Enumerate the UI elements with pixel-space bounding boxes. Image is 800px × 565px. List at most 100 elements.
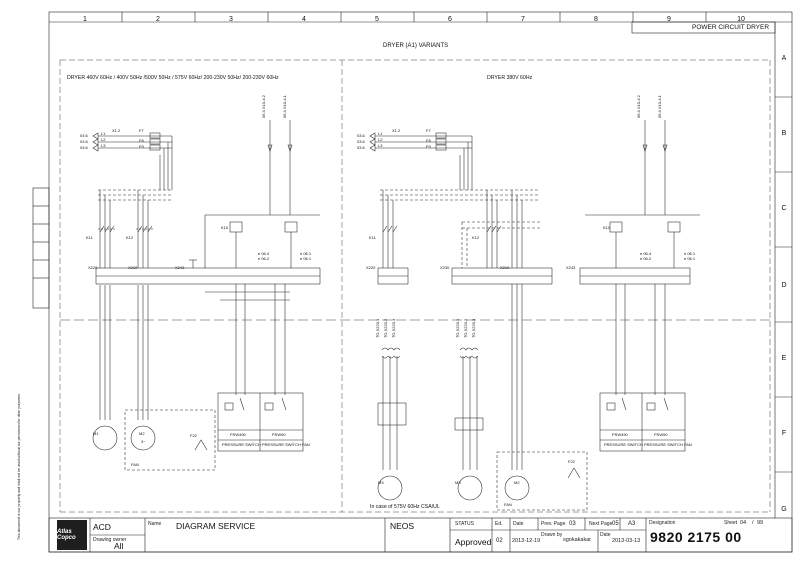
motor-label: M2 (139, 431, 145, 436)
edition-label: Ed. (495, 521, 503, 527)
transformer-label: TO X220.2 (463, 318, 468, 338)
fan-label: FAN (131, 462, 139, 467)
motor-label: M1 (93, 431, 99, 436)
ref-label: 06.4 X10-4.1 (657, 95, 662, 118)
ref-label: 06.4 X10-4.2 (261, 95, 266, 118)
switch-id: PSW90 (654, 432, 668, 437)
designation-value: 9820 2175 00 (650, 529, 742, 545)
input-label: 03.6 (357, 145, 365, 150)
sheet-number: 04 (740, 520, 747, 526)
input-label: 03.6 (357, 139, 365, 144)
prev-page-value: 03 (569, 521, 576, 527)
column-number: 1 (83, 16, 87, 23)
date-value: 2013-03-13 (612, 538, 641, 544)
drawn-by-value: sgokakakar (563, 537, 592, 543)
x-row-label: X210 (128, 265, 138, 270)
input-label: 03.6 (80, 145, 88, 150)
frame-outer (48, 11, 793, 553)
atlas-copco-logo: Atlas Copco (57, 520, 87, 550)
switch-caption: PRESSURE SWITCH (222, 442, 261, 447)
owner-value: All (114, 541, 124, 551)
x-label: X1.2 (392, 128, 401, 133)
section-title: DRYER (A1) VARIANTS (383, 43, 449, 49)
next-page-value: 05 (612, 521, 619, 527)
transformer-label: TO X220.3 (471, 318, 476, 338)
fuse-label: F8 (426, 138, 431, 143)
status-value: Approved (455, 537, 492, 547)
name-value: DIAGRAM SERVICE (176, 521, 256, 531)
phase-label: L2 (101, 137, 106, 142)
relay-label: e 06.2 (640, 256, 652, 261)
x-row-label: X220 (366, 265, 376, 270)
transformer-label: TO X220.1 (375, 318, 380, 338)
drawn-by-label: Drawn by (541, 532, 563, 538)
row-letter: A (781, 55, 787, 62)
column-number: 3 (229, 16, 233, 23)
relay-label: e 06.4 (258, 251, 270, 256)
sheet-total: 99 (757, 520, 764, 526)
fuse-label: F8 (139, 138, 144, 143)
k-label: K11 (86, 235, 93, 240)
fuse-label: F9 (426, 144, 431, 149)
relay-label: e 06.4 (640, 251, 652, 256)
switch-id: PSW490 (230, 432, 246, 437)
row-letter: G (781, 506, 787, 513)
x-row-label: X220 (88, 265, 98, 270)
relay-label: e 06.1 (300, 251, 312, 256)
row-letter: C (781, 205, 787, 212)
transformer-label: TO X220.1 (455, 318, 460, 338)
switch-caption: PRESSURE SWITCH (604, 442, 643, 447)
k-label: K10 (603, 225, 611, 230)
input-label: 03.6 (80, 133, 88, 138)
f-label: F7 (139, 128, 144, 133)
right-heading: DRYER 380V 60Hz (487, 75, 533, 81)
sheet-divider: / (752, 520, 754, 526)
input-label: 03.6 (357, 133, 365, 138)
column-number: 6 (448, 16, 452, 23)
column-number: 9 (667, 16, 671, 23)
relay-label: e 06.1 (684, 256, 696, 261)
note-text: In case of 575V 60Hz CSA/UL (370, 504, 440, 510)
switch-id: PSW90 (272, 432, 286, 437)
next-page-label: Next Page (589, 521, 613, 527)
fuse-f22-label: F22 (568, 459, 575, 464)
k-label: K12 (126, 235, 134, 240)
x-row-label: X243 (175, 265, 185, 270)
phase-label: L3 (101, 143, 106, 148)
side-text: This document is our property and shall … (17, 393, 21, 540)
switch-caption: PRESSURE SWITCH FAN (262, 442, 310, 447)
x-row-label: X230 (440, 265, 450, 270)
f-label: F7 (426, 128, 431, 133)
prev-page-label: Prev. Page (541, 521, 566, 527)
title-block-frame (48, 517, 793, 553)
product-value: NEOS (390, 521, 415, 531)
column-number: 10 (737, 16, 745, 23)
sheet-label: Sheet (724, 520, 738, 526)
x-row-label: X243 (566, 265, 576, 270)
row-letter: E (781, 355, 787, 362)
name-label: Name (148, 521, 162, 527)
fuse-f22-label: F22 (190, 433, 197, 438)
page-title: POWER CIRCUIT DRYER (692, 24, 770, 31)
fan-label: FAN (504, 502, 512, 507)
x-row-label: X210 (500, 265, 510, 270)
status-label: STATUS (455, 521, 474, 527)
phase-label: L1 (101, 131, 106, 136)
switch-id: PSW490 (612, 432, 628, 437)
date-value: 2013-12-19 (512, 538, 541, 544)
fuse-label: F9 (139, 144, 144, 149)
relay-label: e 06.2 (258, 256, 270, 261)
date-label: Date (513, 521, 524, 527)
column-number: 4 (302, 16, 306, 23)
edition-value: 02 (496, 538, 503, 544)
owner-label: Drawing owner (93, 537, 127, 543)
ref-label: 06.4 X10-4.2 (636, 95, 641, 118)
column-number: 8 (594, 16, 598, 23)
row-letter: F (781, 430, 787, 437)
input-label: 03.6 (80, 139, 88, 144)
transformer-label: TO X220.2 (383, 318, 388, 338)
switch-caption: PRESSURE SWITCH FAN (644, 442, 692, 447)
row-letter: D (781, 282, 787, 289)
